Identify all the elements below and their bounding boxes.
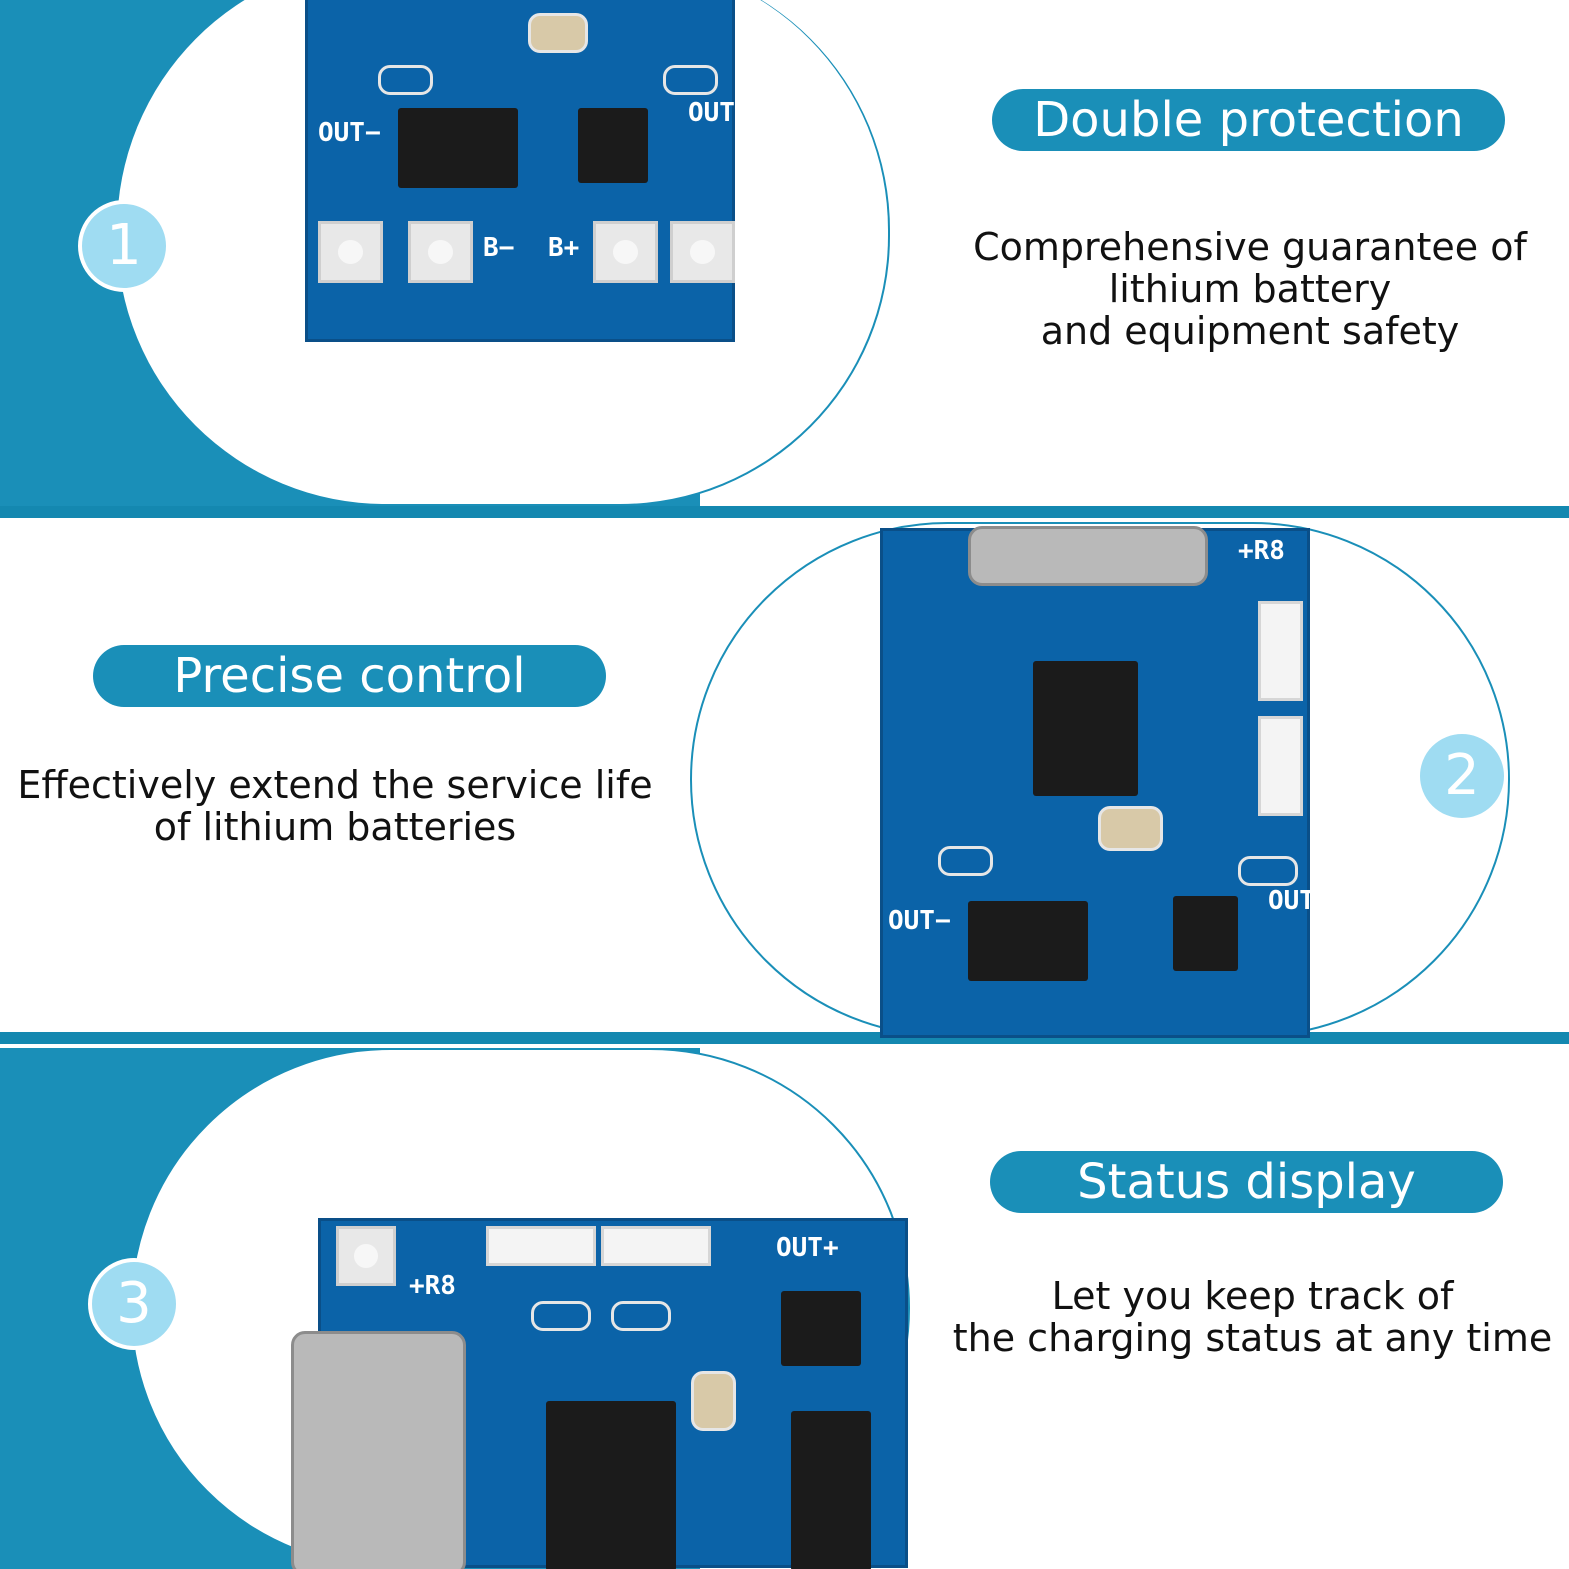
- description-line: and equipment safety: [1040, 309, 1460, 353]
- silk-label: +R8: [409, 1271, 456, 1301]
- charger-ic-chip: [546, 1401, 676, 1569]
- description-line: Effectively extend the service life: [17, 763, 653, 807]
- solder-pad: [593, 221, 658, 283]
- silk-label: OUT+: [776, 1233, 839, 1263]
- silk-label: OUT+: [688, 98, 751, 128]
- step-number-badge: 3: [88, 1258, 180, 1350]
- silk-label: B+: [548, 233, 580, 263]
- section-title: Status display: [990, 1151, 1503, 1213]
- usb-c-connector: [968, 526, 1208, 586]
- status-led: [1258, 601, 1303, 701]
- silk-label: OUT−: [318, 118, 381, 148]
- capacitor: [1098, 806, 1163, 851]
- usb-c-connector: [291, 1331, 466, 1569]
- solder-pad: [318, 221, 383, 283]
- description-line: Comprehensive guarantee of: [973, 225, 1527, 269]
- silk-label: OUT+: [1268, 886, 1331, 916]
- solder-pad: [670, 221, 735, 283]
- section-title: Double protection: [992, 89, 1505, 151]
- description-line: of lithium batteries: [153, 805, 517, 849]
- solder-pad: [408, 221, 473, 283]
- resistor: [378, 65, 433, 95]
- section-description: Comprehensive guarantee of lithium batte…: [950, 226, 1550, 352]
- description-line: lithium battery: [1108, 267, 1392, 311]
- section-description: Effectively extend the service life of l…: [10, 764, 660, 848]
- charger-ic-chip: [1033, 661, 1138, 796]
- protection-ic-chip: [791, 1411, 871, 1569]
- solder-pad: [336, 1226, 396, 1286]
- section-description: Let you keep track of the charging statu…: [940, 1275, 1565, 1359]
- status-led: [601, 1226, 711, 1266]
- mosfet-chip: [1173, 896, 1238, 971]
- status-led: [486, 1226, 596, 1266]
- silk-label: OUT−: [888, 906, 951, 936]
- resistor: [938, 846, 993, 876]
- protection-ic-chip: [398, 108, 518, 188]
- silk-label: +R8: [1238, 536, 1285, 566]
- description-line: the charging status at any time: [952, 1316, 1553, 1360]
- description-line: Let you keep track of: [1051, 1274, 1454, 1318]
- resistor: [663, 65, 718, 95]
- step-number-badge: 1: [78, 200, 170, 292]
- protection-ic-chip: [968, 901, 1088, 981]
- resistor: [611, 1301, 671, 1331]
- mosfet-chip: [781, 1291, 861, 1366]
- pcb-board-image: OUT− OUT+ +R8: [880, 526, 1331, 1038]
- capacitor: [691, 1371, 736, 1431]
- pcb-board-image: OUT+ +R8: [291, 1218, 908, 1569]
- resistor: [1238, 856, 1298, 886]
- silk-label: B−: [483, 233, 515, 263]
- section-divider: [0, 506, 1569, 518]
- status-led: [1258, 716, 1303, 816]
- resistor: [531, 1301, 591, 1331]
- section-divider: [0, 1032, 1569, 1044]
- mosfet-chip: [578, 108, 648, 183]
- pcb-board-image: OUT− OUT+ B− B+: [305, 0, 751, 342]
- section-2-text-panel: [0, 518, 720, 1032]
- step-number-badge: 2: [1416, 730, 1508, 822]
- section-title: Precise control: [93, 645, 606, 707]
- capacitor: [528, 13, 588, 53]
